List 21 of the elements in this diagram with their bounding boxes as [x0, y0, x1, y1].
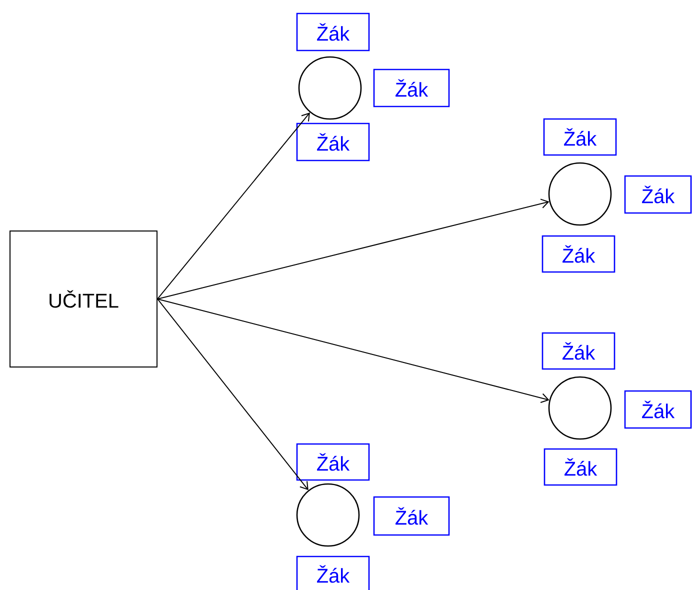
label-box: Žák [543, 118, 617, 156]
circle-node [548, 162, 612, 226]
label-box: Žák [624, 390, 692, 429]
circle-node [548, 376, 612, 440]
label-box: Žák [624, 175, 692, 214]
arrow [157, 298, 550, 403]
label-box: Žák [544, 448, 618, 486]
label-box: Žák [296, 122, 370, 162]
arrow [157, 198, 550, 300]
label-box: Žák [296, 443, 370, 481]
arrow [157, 298, 308, 490]
label-box: Žák [373, 496, 450, 536]
label-box: Žák [296, 556, 370, 590]
circle-node [296, 483, 360, 547]
label-box: Žák [542, 235, 616, 273]
label-box: Žák [373, 68, 450, 108]
label-box: Žák [296, 12, 370, 52]
arrow [157, 112, 310, 300]
text-box: UČITEL [10, 230, 158, 368]
circle-node [298, 56, 362, 120]
label-box: Žák [542, 332, 616, 370]
